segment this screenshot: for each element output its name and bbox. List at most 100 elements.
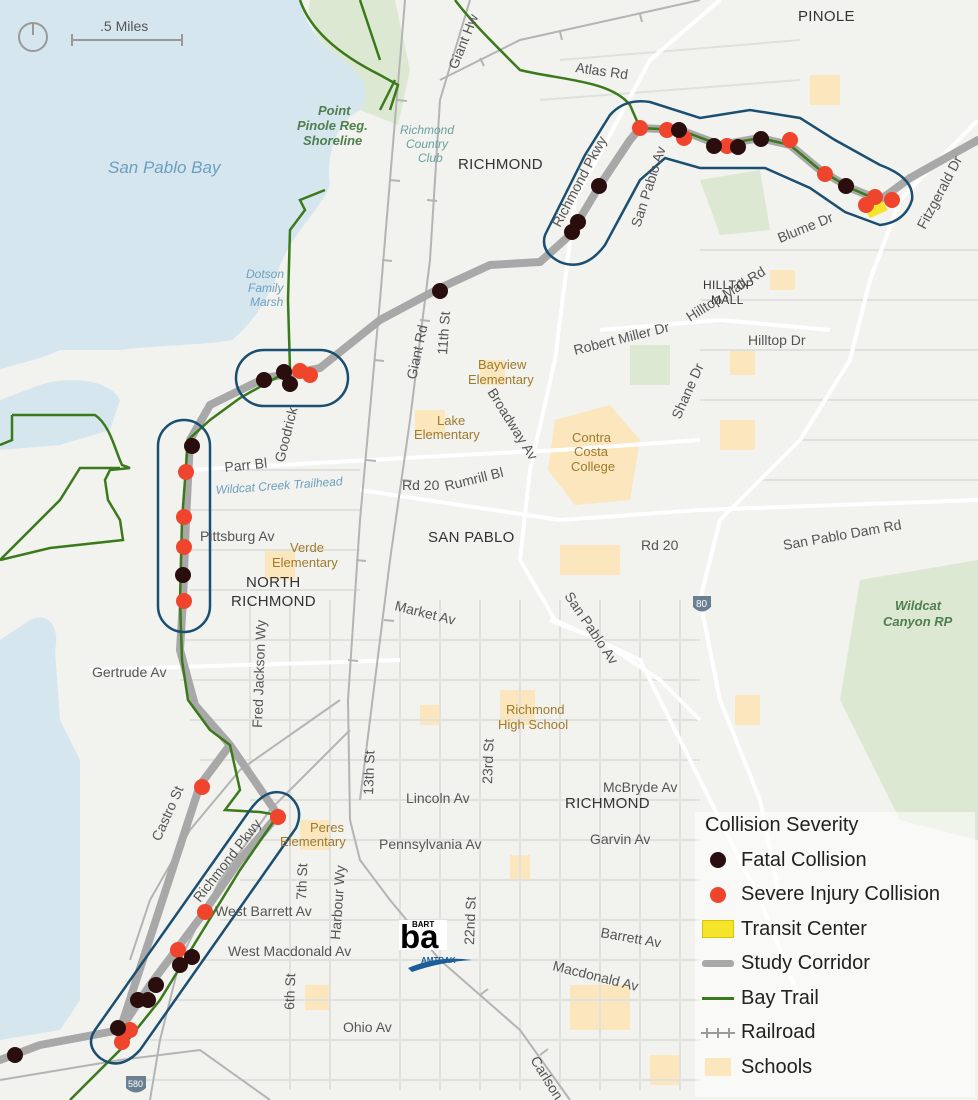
school-label-richmond-high: Richmond High School — [498, 702, 568, 732]
severe-collision-point — [270, 809, 286, 825]
fatal-collision-point — [838, 178, 854, 194]
school-label-verde: Verde Elementary — [272, 540, 338, 570]
road-label-ohio: Ohio Av — [343, 1019, 392, 1035]
fatal-collision-point — [276, 364, 292, 380]
legend-item-transit: Transit Center — [695, 912, 975, 947]
road-label-pennsylvania: Pennsylvania Av — [379, 836, 481, 852]
fatal-collision-point — [753, 131, 769, 147]
district-label-pinole: PINOLE — [798, 8, 855, 25]
svg-text:Elementary: Elementary — [280, 834, 346, 849]
severe-collision-point — [782, 132, 798, 148]
legend-item-schools: Schools — [695, 1050, 975, 1085]
severe-collision-point — [632, 120, 648, 136]
svg-text:580: 580 — [128, 1079, 143, 1089]
svg-text:High School: High School — [498, 717, 568, 732]
park-wildcat — [840, 560, 978, 840]
school-label-peres: Peres Elementary — [280, 820, 346, 849]
map-legend: Collision Severity Fatal Collision Sever… — [695, 812, 975, 1097]
fatal-collision-point — [172, 957, 188, 973]
svg-text:Pinole Reg.: Pinole Reg. — [297, 118, 368, 133]
collision-points — [7, 120, 900, 1063]
svg-text:Elementary: Elementary — [272, 555, 338, 570]
svg-text:Dotson: Dotson — [246, 267, 284, 281]
severe-collision-point — [170, 942, 186, 958]
bay-trail — [0, 0, 879, 1100]
road-label-parr: Parr Bl — [224, 455, 268, 475]
fatal-collision-point — [184, 438, 200, 454]
trail-line-icon — [702, 996, 734, 1000]
fatal-collision-point — [110, 1020, 126, 1036]
svg-text:Club: Club — [418, 151, 443, 165]
district-label-north-richmond: RICHMOND — [231, 593, 316, 610]
severe-collision-point — [197, 904, 213, 920]
svg-text:Point: Point — [318, 103, 351, 118]
svg-text:Bayview: Bayview — [478, 357, 527, 372]
park-label-wildcat: Wildcat Canyon RP — [883, 598, 953, 629]
school-areas — [265, 75, 840, 1085]
fatal-collision-point — [175, 567, 191, 583]
district-label-richmond-north: RICHMOND — [458, 156, 543, 173]
svg-text:Marsh: Marsh — [250, 295, 284, 309]
svg-text:Shoreline: Shoreline — [303, 133, 362, 148]
road-label-hilltop-dr: Hilltop Dr — [748, 332, 806, 348]
street-grid — [130, 39, 978, 1090]
svg-text:Elementary: Elementary — [468, 372, 534, 387]
water-label-san-pablo-bay: San Pablo Bay — [108, 158, 222, 177]
severe-collision-point — [176, 593, 192, 609]
fatal-collision-point — [706, 138, 722, 154]
severe-collision-point — [122, 1022, 138, 1038]
railroads — [0, 0, 701, 1100]
severe-collision-point — [292, 363, 308, 379]
svg-text:ba: ba — [400, 918, 439, 955]
fatal-collision-point — [282, 376, 298, 392]
legend-item-fatal: Fatal Collision — [695, 843, 975, 878]
fatal-collision-point — [570, 214, 586, 230]
interstate-80-shield-icon: 80 — [693, 596, 711, 612]
severe-collision-point — [659, 122, 675, 138]
fatal-collision-point — [730, 139, 746, 155]
svg-text:Costa: Costa — [574, 444, 609, 459]
school-label-bayview: Bayview Elementary — [468, 357, 534, 387]
road-label-11th: 11th St — [434, 311, 453, 355]
road-label-rd20-east: Rd 20 — [641, 537, 679, 553]
fatal-collision-point — [256, 372, 272, 388]
fatal-collision-point — [591, 178, 607, 194]
legend-item-corridor: Study Corridor — [695, 947, 975, 982]
road-label-13th: 13th St — [360, 750, 378, 795]
park-misc — [700, 170, 770, 235]
park-label-shoreline: Point Pinole Reg. Shoreline — [297, 103, 368, 148]
label-hilltop: HILLTOP — [703, 278, 754, 292]
svg-text:BART: BART — [412, 920, 434, 929]
road-label-fred-jackson: Fred Jackson Wy — [249, 620, 269, 729]
svg-text:Elementary: Elementary — [414, 427, 480, 442]
severe-collision-point — [178, 464, 194, 480]
severe-collision-point — [176, 539, 192, 555]
road-label-22nd: 22nd St — [461, 896, 479, 945]
svg-text:Canyon RP: Canyon RP — [883, 614, 953, 629]
svg-text:Lake: Lake — [437, 413, 465, 428]
road-label-harbour: Harbour Wy — [327, 865, 348, 940]
svg-text:College: College — [571, 459, 615, 474]
major-roads — [89, 0, 978, 1001]
road-label-lincoln: Lincoln Av — [406, 790, 470, 806]
school-swatch-icon — [705, 1058, 731, 1077]
svg-text:Richmond: Richmond — [506, 702, 565, 717]
school-label-lake: Lake Elementary — [414, 413, 480, 442]
svg-text:80: 80 — [696, 599, 708, 610]
school-label-contra-costa: Contra Costa College — [571, 430, 615, 474]
legend-item-bay-trail: Bay Trail — [695, 981, 975, 1016]
study-zones — [89, 100, 914, 1065]
fatal-collision-point — [148, 977, 164, 993]
marsh-label: Dotson Family Marsh — [246, 267, 284, 309]
district-label-north: NORTH — [246, 574, 301, 591]
road-label-gertrude: Gertrude Av — [92, 664, 166, 680]
scale-label: .5 Miles — [100, 18, 148, 34]
bay-water-south — [0, 617, 80, 1040]
corridor-line-icon — [702, 960, 734, 968]
bart-logo-icon: ba BART — [399, 918, 447, 955]
fatal-dot-icon — [710, 852, 726, 869]
severe-collision-point — [858, 197, 874, 213]
road-label-pittsburg: Pittsburg Av — [200, 528, 274, 544]
severe-collision-point — [817, 166, 833, 182]
road-label-west-barrett: West Barrett Av — [215, 903, 312, 919]
